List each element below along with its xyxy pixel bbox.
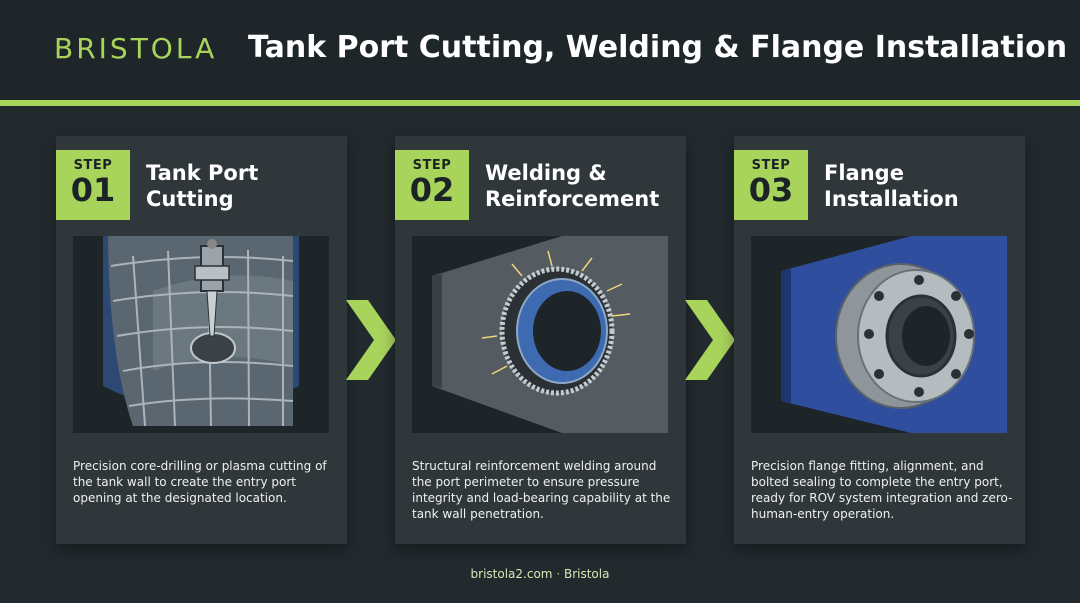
step-card-2: STEP 02 Welding & Reinforcement Str [395,136,686,544]
step-title: Welding & Reinforcement [485,160,675,212]
step-description: Precision flange fitting, alignment, and… [751,459,1013,521]
flange-illustration [751,236,1007,433]
tank-cutting-illustration [73,236,329,433]
step-label: STEP [751,158,791,173]
step-title-line: Tank Port [146,161,259,185]
step-title: Tank Port Cutting [146,160,336,212]
footer: bristola2.com · Bristola [0,567,1080,581]
chevron-right-icon [346,300,396,380]
weld-ring-illustration [412,236,668,433]
chevron-right-icon [685,300,735,380]
footer-link[interactable]: bristola2.com [470,567,553,581]
step-card-1: STEP 01 Tank Port Cutting [56,136,347,544]
step-title-line: Reinforcement [485,187,660,211]
accent-divider [0,100,1080,106]
step-title: Flange Installation [824,160,1014,212]
step-title-line: Installation [824,187,959,211]
step-title-line: Welding & [485,161,607,185]
step-label: STEP [73,158,113,173]
step-description: Precision core-drilling or plasma cuttin… [73,459,327,505]
step-badge: STEP 03 [734,150,808,220]
step-number: 03 [748,171,794,209]
step-number: 02 [409,171,455,209]
step-description: Structural reinforcement welding around … [412,459,671,521]
step-title-line: Cutting [146,187,234,211]
header-bar: BRISTOLA Tank Port Cutting, Welding & Fl… [0,0,1080,100]
step-title-line: Flange [824,161,904,185]
footer-brand: Bristola [563,567,610,581]
step-number: 01 [70,171,116,209]
step-card-3: STEP 03 Flange Installation [734,136,1025,544]
step-badge: STEP 01 [56,150,130,220]
brand-logo: BRISTOLA [54,32,218,65]
page-title: Tank Port Cutting, Welding & Flange Inst… [248,30,1068,65]
step-badge: STEP 02 [395,150,469,220]
step-label: STEP [412,158,452,173]
footer-separator: · [556,567,561,581]
